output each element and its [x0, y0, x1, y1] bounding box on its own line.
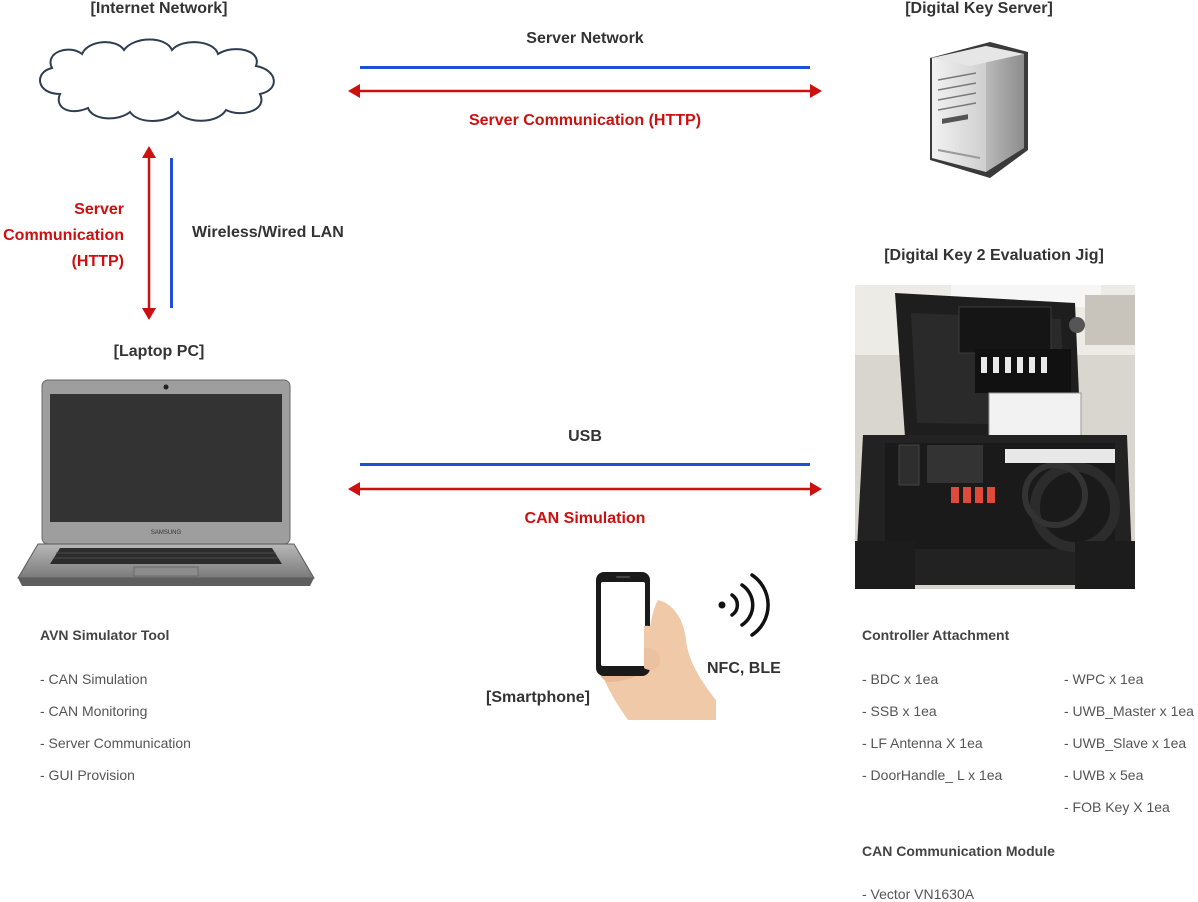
smartphone-title: [Smartphone]	[486, 689, 590, 706]
usb-line	[360, 463, 810, 466]
laptop-icon: SAMSUNG	[17, 379, 315, 586]
digital-key-server-title: [Digital Key Server]	[905, 0, 1053, 17]
server-network-label: Server Network	[526, 30, 644, 47]
controller-item: - BDC x 1ea	[862, 671, 939, 687]
controller-item: - UWB_Slave x 1ea	[1064, 735, 1187, 751]
server-tower-icon	[930, 42, 1028, 178]
controller-item: - UWB x 5ea	[1064, 767, 1144, 783]
controller-item: - WPC x 1ea	[1064, 671, 1144, 687]
server-communication-vertical-label: Server Communication (HTTP)	[3, 197, 124, 275]
avn-item: - GUI Provision	[40, 767, 135, 783]
cloud-icon	[39, 38, 275, 122]
smartphone-hand-icon	[596, 572, 716, 720]
server-communication-vertical-arrow	[142, 146, 156, 320]
avn-item: - Server Communication	[40, 735, 191, 751]
controller-item: - FOB Key X 1ea	[1064, 799, 1170, 815]
server-network-line	[360, 66, 810, 69]
can-simulation-label: CAN Simulation	[524, 510, 646, 527]
can-module-item: - Vector VN1630A	[862, 886, 975, 902]
vertical-label-line-2: Communication	[3, 227, 124, 244]
lan-line	[170, 158, 173, 308]
wireless-signal-icon	[718, 573, 770, 637]
avn-item: - CAN Simulation	[40, 671, 148, 687]
usb-label: USB	[568, 428, 602, 445]
evaluation-jig-photo	[855, 285, 1135, 589]
controller-item: - SSB x 1ea	[862, 703, 937, 719]
server-communication-label: Server Communication (HTTP)	[468, 112, 702, 129]
can-module-title: CAN Communication Module	[862, 843, 1055, 859]
controller-item: - DoorHandle_ L x 1ea	[862, 767, 1003, 783]
evaluation-jig-title: [Digital Key 2 Evaluation Jig]	[884, 247, 1104, 264]
can-simulation-arrow	[348, 482, 822, 496]
controller-item: - LF Antenna X 1ea	[862, 735, 983, 751]
controller-item: - UWB_Master x 1ea	[1064, 703, 1194, 719]
vertical-label-line-1: Server	[74, 201, 124, 218]
internet-network-title: [Internet Network]	[90, 0, 228, 17]
nfc-ble-label: NFC, BLE	[707, 660, 781, 677]
lan-label: Wireless/Wired LAN	[192, 224, 344, 241]
server-communication-arrow	[348, 84, 822, 98]
avn-simulator-title: AVN Simulator Tool	[40, 627, 170, 643]
vertical-label-line-3: (HTTP)	[71, 253, 124, 270]
laptop-pc-title: [Laptop PC]	[113, 343, 205, 360]
controller-attachment-title: Controller Attachment	[862, 627, 1010, 643]
laptop-brand-text: SAMSUNG	[151, 530, 182, 536]
avn-item: - CAN Monitoring	[40, 703, 148, 719]
